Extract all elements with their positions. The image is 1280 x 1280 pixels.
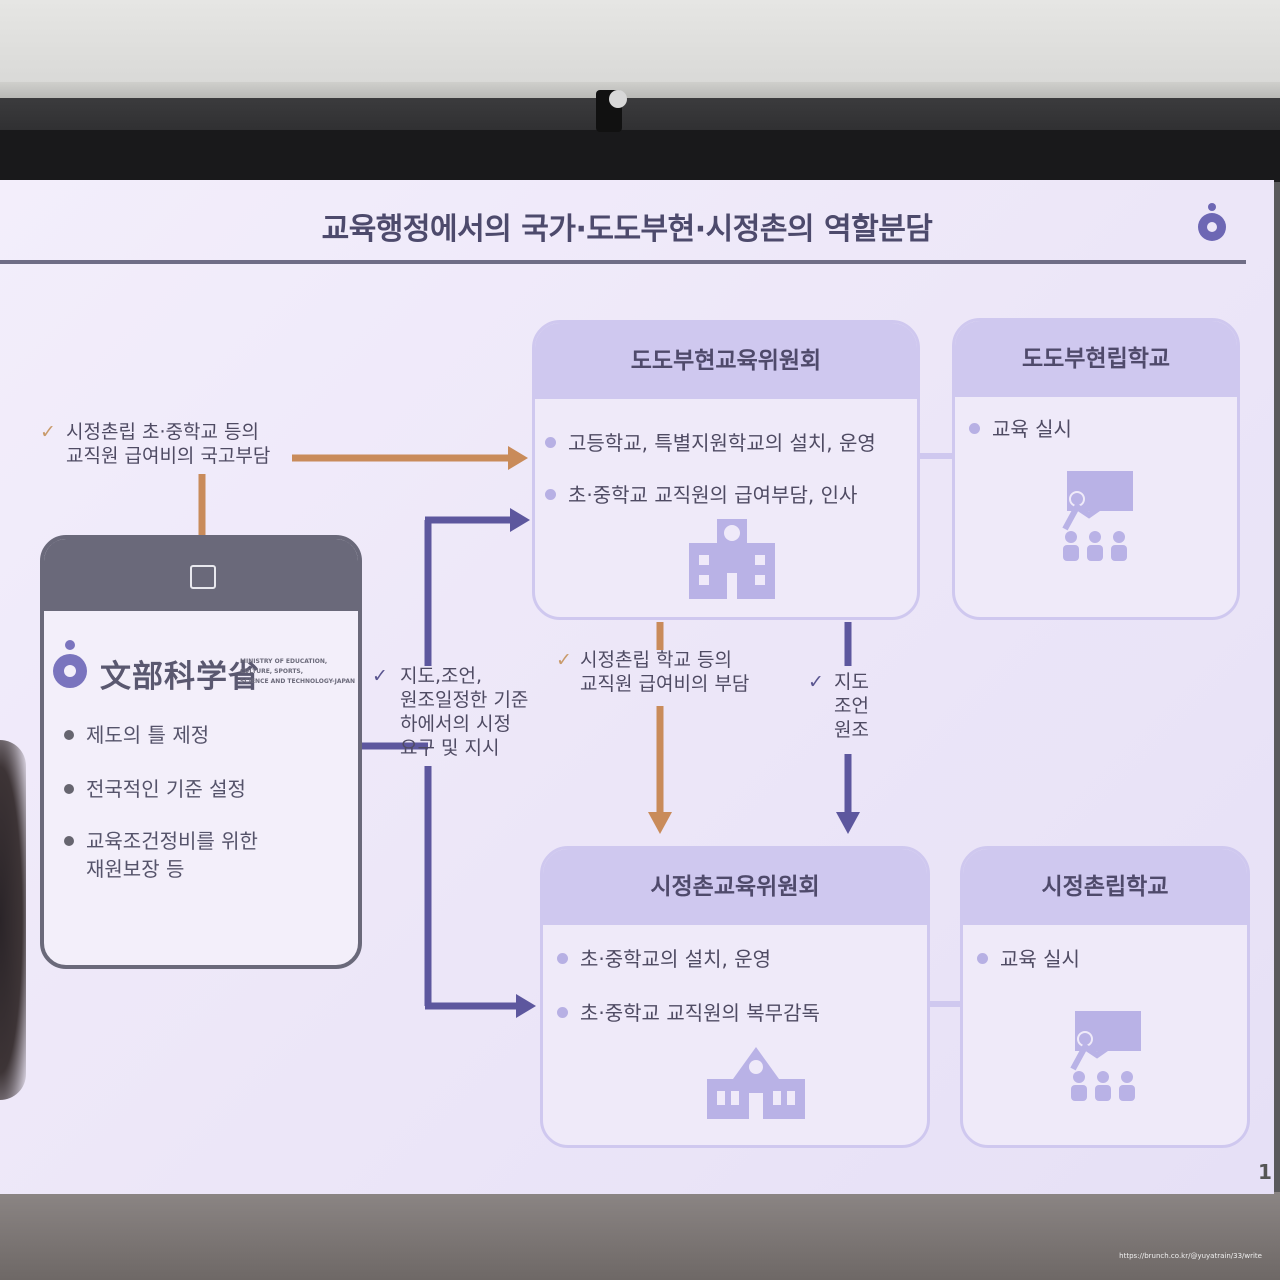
mext-emblem-icon	[53, 640, 87, 688]
mext-item: 제도의 틀 제정	[64, 719, 209, 748]
connector-lines	[198, 446, 962, 1018]
note-guidance-national: 지도,조언, 원조일정한 기준 하에서의 시정 요구 및 지시	[400, 665, 529, 759]
pref-board-item: 초·중학교 교직원의 급여부담, 인사	[545, 479, 857, 508]
mext-logo-english: MINISTRY OF EDUCATION, CULTURE, SPORTS, …	[240, 658, 355, 685]
mext-item: 교육조건정비를 위한	[64, 825, 258, 854]
mext-logo-kanji: 文部科学省	[100, 659, 260, 695]
mext-header	[44, 539, 358, 611]
note-guidance-pref: 지도 조언 원조	[834, 671, 869, 741]
muni-board-box: 시정촌교육위원회 초·중학교의 설치, 운영 초·중학교 교직원의 복무감독	[540, 846, 930, 1148]
page-number: 1	[1258, 1160, 1272, 1184]
presentation-slide: 교육행정에서의 국가·도도부현·시정촌의 역할분담 ✓ 시정촌립 초·중학교 등…	[0, 180, 1274, 1194]
check-icon: ✓	[556, 649, 572, 671]
arrowhead-national-burden	[508, 446, 528, 470]
wall-below-screen	[0, 1192, 1280, 1280]
arrowhead-pref-burden	[648, 812, 672, 834]
pref-board-item: 고등학교, 특별지원학교의 설치, 운영	[545, 427, 876, 456]
check-icon: ✓	[808, 671, 824, 693]
pref-board-title: 도도부현교육위원회	[535, 323, 917, 399]
note-guidance-pref-check: ✓	[808, 670, 824, 694]
teacher-board-icon	[1070, 1011, 1141, 1101]
building-icon	[689, 519, 775, 599]
check-icon: ✓	[40, 421, 56, 443]
slide-title: 교육행정에서의 국가·도도부현·시정촌의 역할분담	[321, 212, 933, 247]
muni-school-title: 시정촌립학교	[963, 849, 1247, 925]
check-icon: ✓	[372, 665, 388, 687]
arrowhead-guidance-pref	[510, 508, 530, 532]
pref-school-box: 도도부현립학교 교육 실시	[952, 318, 1240, 620]
person-silhouette	[0, 740, 26, 1100]
title-rule	[0, 260, 1246, 264]
document-icon	[190, 565, 216, 589]
ceiling-band	[0, 82, 1280, 98]
note-guidance-national-check: ✓	[372, 664, 388, 688]
mext-item: 전국적인 기준 설정	[64, 773, 246, 802]
pref-board-box: 도도부현교육위원회 고등학교, 특별지원학교의 설치, 운영 초·중학교 교직원…	[532, 320, 920, 620]
mext-box: 文部科学省 MINISTRY OF EDUCATION, CULTURE, SP…	[40, 535, 362, 969]
arrowhead-pref-guidance	[836, 812, 860, 834]
muni-school-item: 교육 실시	[977, 943, 1080, 972]
watermark: https://brunch.co.kr/@yuyatrain/33/write	[1119, 1252, 1262, 1260]
students-icon	[1063, 531, 1127, 561]
note-pref-burden-check: ✓	[556, 648, 572, 672]
students-icon	[1071, 1071, 1135, 1101]
note-pref-burden: 시정촌립 학교 등의 교직원 급여비의 부담	[580, 649, 750, 695]
muni-school-box: 시정촌립학교 교육 실시	[960, 846, 1250, 1148]
note-national-burden-text: 시정촌립 초·중학교 등의 교직원 급여비의 국고부담	[66, 421, 271, 467]
muni-board-title: 시정촌교육위원회	[543, 849, 927, 925]
teacher-board-icon	[1062, 471, 1133, 561]
note-national-burden: ✓	[40, 420, 56, 444]
screen-mount-knob	[609, 90, 627, 108]
mext-item-continued: 재원보장 등	[86, 857, 185, 881]
projector-screen-case	[0, 130, 1280, 180]
pref-school-item: 교육 실시	[969, 413, 1072, 442]
muni-board-item: 초·중학교의 설치, 운영	[557, 943, 771, 972]
arrowhead-guidance-muni	[516, 994, 536, 1018]
pref-school-title: 도도부현립학교	[955, 321, 1237, 397]
muni-board-item: 초·중학교 교직원의 복무감독	[557, 997, 820, 1026]
emblem-icon	[1198, 203, 1226, 241]
school-building-icon	[707, 1047, 805, 1119]
ceiling	[0, 0, 1280, 90]
